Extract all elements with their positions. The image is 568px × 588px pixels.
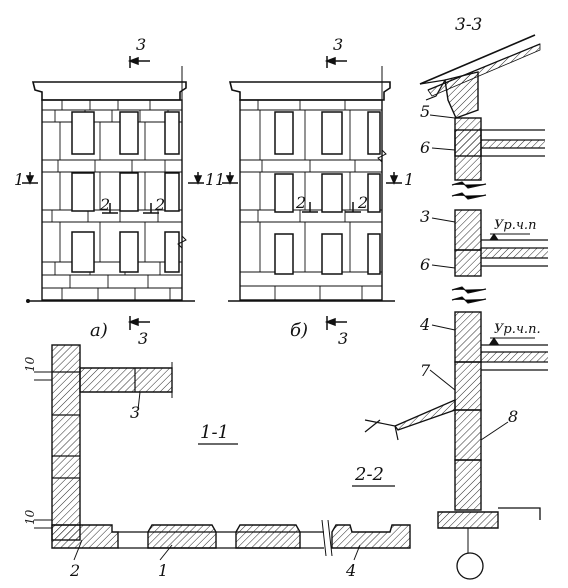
label-item-3-plan: 3	[130, 403, 140, 422]
label-section-3-3: 3-3	[455, 15, 482, 35]
label-variant-a: а)	[90, 320, 108, 341]
section-marks	[22, 56, 402, 330]
label-mark-1-right-b: 1	[404, 170, 414, 189]
label-floor-level-2: Ур.ч.п.	[494, 322, 541, 337]
label-mark-1-left-b: 1	[215, 170, 225, 189]
label-mark-3-bottom-b: 3	[338, 329, 348, 348]
label-item-8: 8	[508, 407, 518, 426]
label-mark-2-b1: 2	[295, 193, 306, 212]
label-mark-2-b2: 2	[357, 193, 368, 212]
label-section-1-1: 1-1	[200, 422, 229, 443]
label-floor-level-1: Ур.ч.п	[494, 218, 536, 233]
label-mark-3-top-a: 3	[136, 35, 146, 54]
elevation-b	[228, 66, 395, 302]
label-mark-3-bottom-a: 3	[138, 329, 148, 348]
label-mark-3-top-b: 3	[333, 35, 343, 54]
label-mark-1-left-a: 1	[14, 170, 24, 189]
label-item-4-plan: 4	[345, 561, 356, 580]
label-item-6-top: 6	[420, 138, 430, 157]
label-mark-2-a1: 2	[99, 195, 110, 214]
label-section-2-2: 2-2	[354, 464, 384, 485]
label-item-2-plan: 2	[69, 561, 80, 580]
label-item-1-plan: 1	[158, 561, 168, 580]
label-mark-1-right-a: 1	[205, 170, 215, 189]
label-item-3-section: 3	[420, 207, 430, 226]
elevation-a	[26, 66, 195, 303]
label-variant-b: б)	[290, 320, 308, 341]
label-item-4-section: 4	[419, 315, 430, 334]
label-item-5: 5	[420, 102, 430, 121]
label-dim-10-top: 10	[23, 356, 37, 372]
label-item-6-bottom: 6	[420, 255, 430, 274]
label-dim-10-bottom: 10	[23, 509, 37, 525]
labels: 3 3 3 3 1 1 1 1 2 2 2 2 а) б) 3-3 1-1 2-…	[14, 15, 541, 580]
plan-section-1-1	[34, 344, 411, 561]
label-item-7: 7	[420, 361, 431, 380]
label-mark-2-a2: 2	[154, 195, 165, 214]
section-3-3	[364, 34, 548, 580]
